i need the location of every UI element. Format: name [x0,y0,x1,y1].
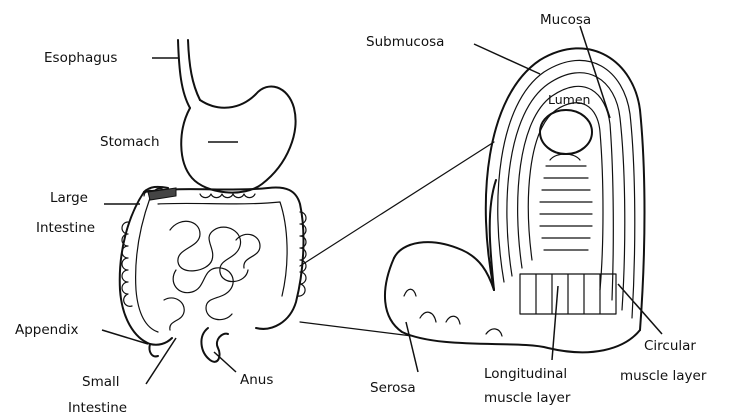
leader-lines [102,26,662,384]
haustra-bumps [122,188,306,306]
label-mucosa: Mucosa [540,12,591,28]
villi-folds [540,154,592,250]
rectum-shape [201,328,228,362]
ring-submucosa [518,86,614,300]
large-intestine-outline-inner [136,198,158,332]
intestine-cross-section-drawing [300,48,645,352]
tube-top [394,242,494,290]
leader-appendix [102,330,148,344]
label-circular-line1: Circular [644,338,696,354]
label-longitudinal-line1: Longitudinal [484,366,567,382]
label-stomach: Stomach [100,134,160,150]
label-serosa: Serosa [370,380,416,396]
small-intestine-coils [164,221,260,330]
label-longitudinal-line2: muscle layer [484,390,571,406]
large-intestine-transverse-inner [158,202,287,296]
lumen-opening [540,110,592,154]
muscle-layer-blocks [520,274,616,314]
zoom-line-upper [300,142,494,266]
label-large-intestine-line1: Large [50,190,88,206]
label-appendix: Appendix [15,322,79,338]
appendix-shape [149,344,158,356]
label-small-intestine-line2: Intestine [68,400,127,414]
label-circular-line2: muscle layer [620,368,707,384]
leader-serosa [406,322,418,372]
label-anus: Anus [240,372,273,388]
large-intestine-transverse [144,188,303,329]
zoom-line-lower [300,322,412,336]
label-esophagus: Esophagus [44,50,117,66]
esophagus-tube [178,40,200,108]
stomach-shape [181,86,295,192]
serosa-texture [404,289,502,336]
label-large-intestine-line2: Intestine [36,220,95,236]
label-small-intestine-line1: Small [82,374,120,390]
label-lumen: Lumen [548,92,590,107]
colon-shaded-band [148,188,176,200]
label-submucosa: Submucosa [366,34,444,50]
digestive-tract-drawing [120,40,306,362]
leader-submucosa [474,44,540,74]
